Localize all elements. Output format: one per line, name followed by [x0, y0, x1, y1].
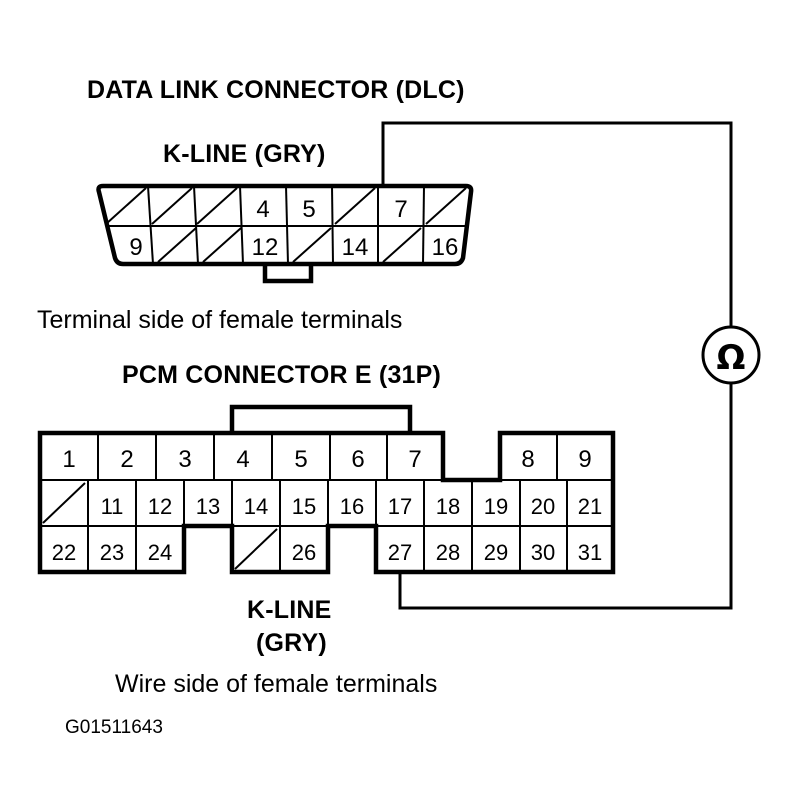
- pcm-pin-30: 30: [531, 540, 555, 565]
- ohmmeter-symbol: Ω: [701, 325, 761, 385]
- pcm-pin-8: 8: [521, 446, 534, 473]
- pcm-pin-29: 29: [484, 540, 508, 565]
- dlc-pin-7: 7: [394, 196, 407, 223]
- dlc-kline-label: K-LINE (GRY): [163, 140, 326, 168]
- pcm-pin-17: 17: [388, 494, 412, 519]
- pcm-pin-19: 19: [484, 494, 508, 519]
- pcm-outline: [37, 430, 616, 575]
- pcm-cell-26: [279, 525, 329, 573]
- pcm-latch-tab: [229, 404, 413, 433]
- dlc-pin-16: 16: [432, 234, 459, 261]
- pcm-pin-14: 14: [244, 494, 268, 519]
- pcm-cell-14: [231, 479, 281, 527]
- pcm-pin-2: 2: [120, 446, 133, 473]
- pcm-pin-21: 21: [578, 494, 602, 519]
- dlc-pin-4: 4: [256, 196, 269, 223]
- pcm-pin-15: 15: [292, 494, 316, 519]
- pcm-pin-13: 13: [196, 494, 220, 519]
- pcm-pin-23: 23: [100, 540, 124, 565]
- pcm-pin-3: 3: [178, 446, 191, 473]
- pcm-pin-7: 7: [408, 446, 421, 473]
- wire-meter-to-pcm: [398, 383, 733, 610]
- dlc-pin-12: 12: [252, 234, 279, 261]
- pcm-row3: 22 23 24 26 27 28 29 30 31: [39, 525, 614, 573]
- pcm-caption: Wire side of female terminals: [115, 670, 437, 698]
- pcm-pin-28: 28: [436, 540, 460, 565]
- wire-dlc-to-meter: [381, 121, 733, 327]
- pcm-pin-18: 18: [436, 494, 460, 519]
- dlc-column-dividers: [147, 185, 425, 265]
- dlc-pin-9: 9: [129, 234, 142, 261]
- pcm-connector: 1 2 3 4 5 6 7 8 9: [37, 404, 616, 575]
- pcm-kline-label-line1: K-LINE: [247, 596, 332, 624]
- dlc-bottom-row-blank-slashes: [157, 227, 422, 263]
- pcm-cell-24: [135, 525, 185, 573]
- pcm-blank-slash-row2: [42, 482, 86, 524]
- pcm-cell-7: [386, 432, 444, 481]
- pcm-cell-15: [279, 479, 329, 527]
- dlc-top-row-blank-slashes: [105, 187, 467, 225]
- page-title: DATA LINK CONNECTOR (DLC): [87, 76, 465, 104]
- pcm-row2: 11 12 13 14 15 16 17 18 19 20 21: [39, 479, 614, 527]
- pcm-pin-11: 11: [101, 494, 124, 519]
- footer-code: G01511643: [65, 717, 163, 738]
- pcm-cell-20: [519, 479, 568, 527]
- dlc-pin-14: 14: [342, 234, 369, 261]
- pcm-pin-24: 24: [148, 540, 172, 565]
- pcm-pin-26: 26: [292, 540, 316, 565]
- dlc-outline: [96, 183, 474, 267]
- pcm-title: PCM CONNECTOR E (31P): [122, 361, 441, 389]
- pcm-pin-22: 22: [52, 540, 76, 565]
- pcm-pin-1: 1: [62, 446, 75, 473]
- pcm-pin-5: 5: [294, 446, 307, 473]
- pcm-cell-22: [39, 525, 89, 573]
- pcm-pin-20: 20: [531, 494, 555, 519]
- pcm-pin-12: 12: [148, 494, 172, 519]
- pcm-pin-6: 6: [351, 446, 364, 473]
- ohm-glyph: Ω: [717, 338, 746, 378]
- pcm-pin-16: 16: [340, 494, 364, 519]
- pcm-pin-9: 9: [578, 446, 591, 473]
- pcm-row1: 1 2 3 4 5 6 7 8 9: [39, 432, 614, 481]
- pcm-pin-27: 27: [388, 540, 412, 565]
- pcm-pin-4: 4: [236, 446, 249, 473]
- dlc-caption: Terminal side of female terminals: [37, 306, 402, 334]
- dlc-latch-tab: [262, 264, 314, 284]
- dlc-connector: 4 5 7 9 12 14 16: [96, 183, 474, 284]
- pcm-blank-slash-row3: [234, 528, 278, 570]
- dlc-pin-5: 5: [302, 196, 315, 223]
- pcm-kline-label-line2: (GRY): [256, 629, 327, 657]
- pcm-pin-31: 31: [578, 540, 602, 565]
- pcm-cell-18: [423, 479, 473, 527]
